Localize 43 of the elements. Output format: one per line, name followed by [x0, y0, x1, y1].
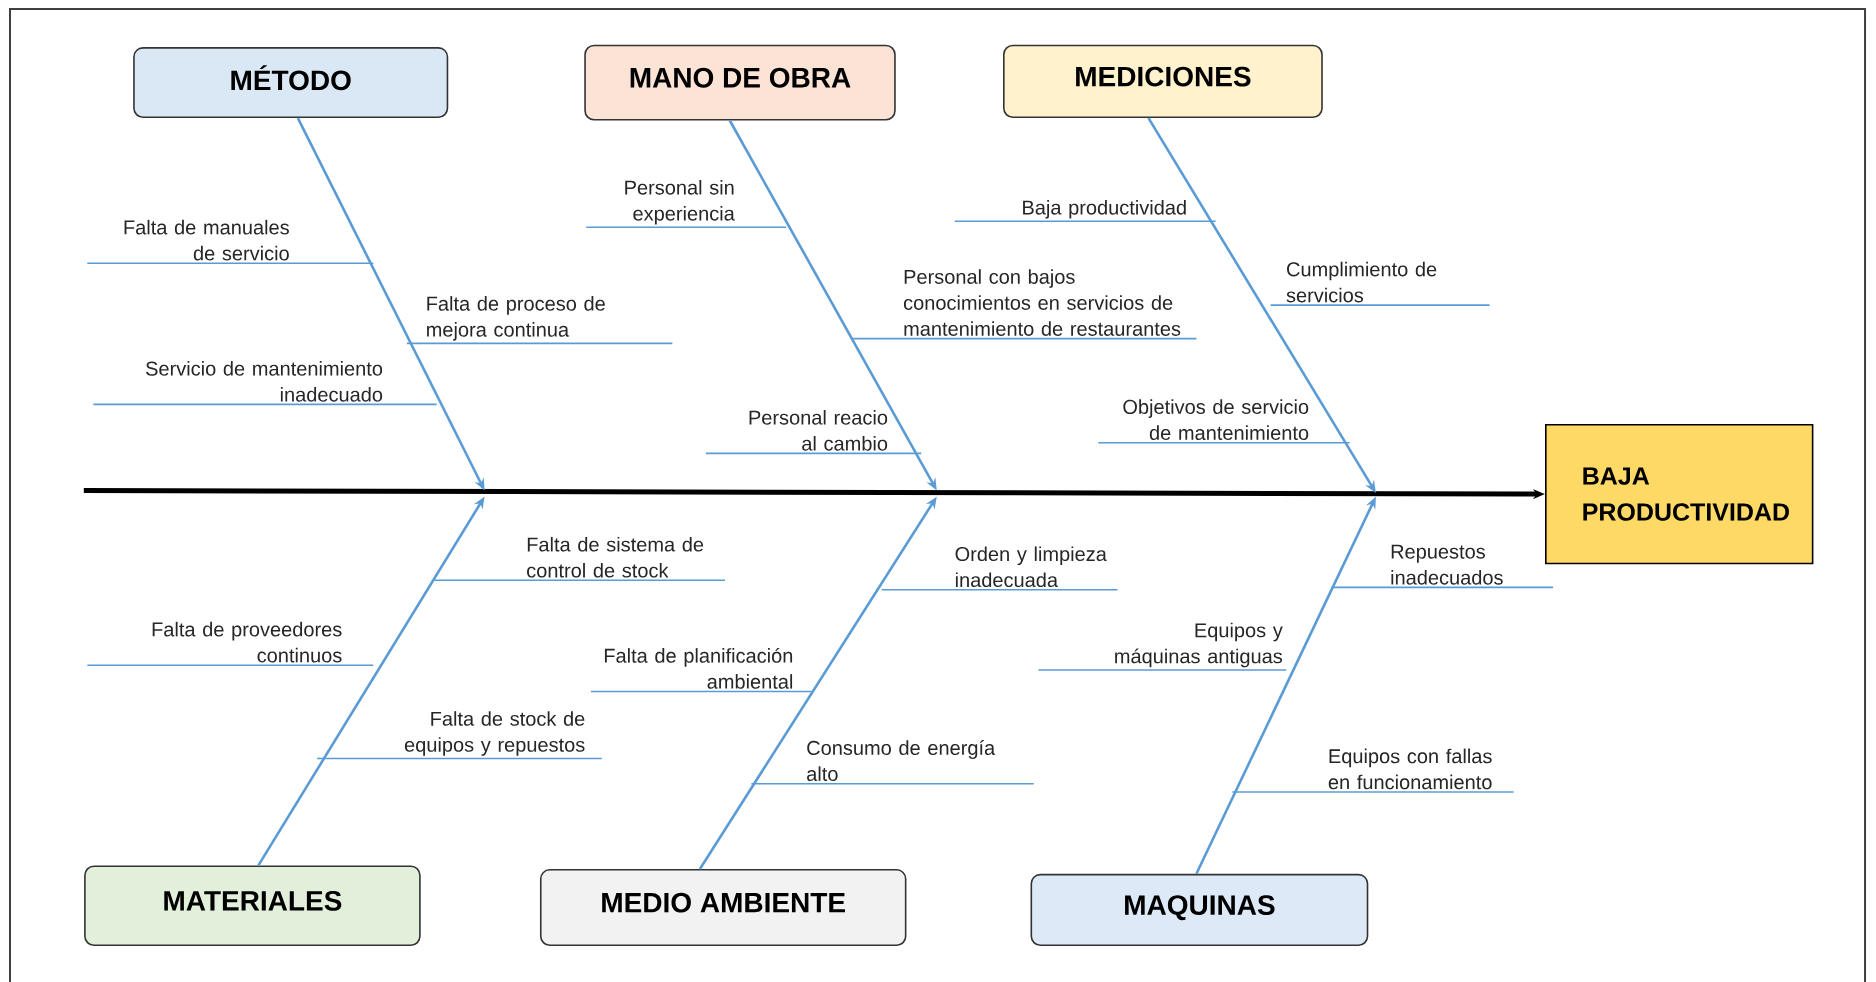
category-box: MANO DE OBRA — [584, 44, 896, 121]
leader-line — [881, 589, 1119, 591]
leader-line — [432, 579, 726, 582]
leader-line — [590, 690, 812, 693]
leader-line — [92, 403, 438, 406]
cause-text: Consumo de energía alto — [807, 740, 996, 781]
leader-line — [1037, 669, 1287, 671]
cause-text: Equipos con fallas en funcionamiento — [1328, 748, 1492, 790]
cause-text: Falta de stock de equipos y repuestos — [404, 711, 585, 756]
category-box: MATERIALES — [84, 865, 421, 946]
cause-text: Servicio de mantenimiento inadecuado — [146, 361, 383, 402]
leader-line — [86, 664, 375, 666]
leader-line — [1330, 586, 1554, 589]
cause-text: Orden y limpieza inadecuada — [955, 546, 1107, 588]
cause-text: Repuestos inadecuados — [1391, 544, 1503, 585]
leader-line — [585, 226, 787, 229]
cause-text: Falta de proceso de mejora continua — [427, 296, 605, 341]
leader-line — [1097, 441, 1351, 444]
leader-line — [705, 452, 922, 455]
cause-text: Falta de planificación ambiental — [604, 647, 793, 689]
cause-text: Personal sin experiencia — [625, 179, 735, 225]
cause-text: Equipos y máquinas antiguas — [1115, 622, 1283, 668]
cause-text: Falta de sistema de control de stock — [527, 536, 704, 578]
cause-text: Objetivos de servicio de mantenimiento — [1123, 399, 1309, 440]
leader-line — [1231, 791, 1515, 793]
leader-line — [86, 262, 375, 264]
leader-line — [852, 337, 1198, 340]
cause-text: Falta de proveedores continuos — [152, 621, 342, 663]
cause-text: Falta de manuales de servicio — [124, 219, 289, 261]
leader-line — [406, 342, 674, 345]
category-box: MEDICIONES — [1003, 44, 1323, 119]
leader-line — [316, 757, 603, 760]
effect-box: BAJA PRODUCTIVIDAD — [1545, 423, 1814, 565]
cause-text: Cumplimiento de servicios — [1286, 261, 1437, 303]
leader-line — [750, 782, 1035, 785]
cause-text: Personal reacio al cambio — [749, 410, 888, 451]
leader-line — [954, 220, 1217, 223]
category-box: MÉTODO — [133, 47, 449, 119]
category-box: MAQUINAS — [1030, 873, 1369, 946]
leader-line — [1269, 304, 1491, 306]
cause-text: Personal con bajos conocimientos en servicios de mantenimiento de restaurantes — [903, 269, 1181, 336]
cause-text: Baja productividad — [1023, 199, 1186, 219]
category-box: MEDIO AMBIENTE — [539, 869, 907, 946]
